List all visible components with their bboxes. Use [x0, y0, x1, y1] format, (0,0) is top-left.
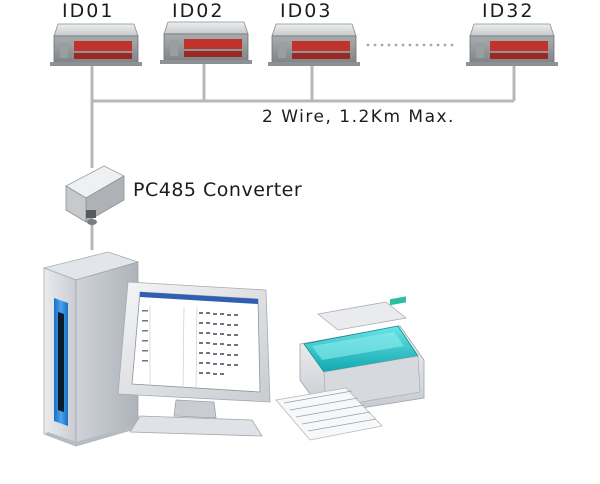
pc-tower — [42, 251, 140, 447]
dotted-continuation — [366, 43, 454, 47]
converter-device — [65, 165, 125, 225]
device-label-id02: ID02 — [172, 0, 225, 22]
device-label-id32: ID32 — [482, 0, 535, 22]
printer — [275, 296, 425, 441]
device-id32 — [466, 23, 558, 66]
device-id02 — [160, 21, 252, 64]
bus-wire — [90, 62, 516, 250]
device-id01 — [50, 23, 142, 66]
converter-label: PC485 Converter — [133, 179, 303, 201]
device-label-id01: ID01 — [62, 0, 115, 22]
device-label-id03: ID03 — [280, 0, 333, 22]
monitor — [117, 281, 271, 437]
device-id03 — [268, 23, 360, 66]
bus-label: 2 Wire, 1.2Km Max. — [262, 107, 455, 127]
